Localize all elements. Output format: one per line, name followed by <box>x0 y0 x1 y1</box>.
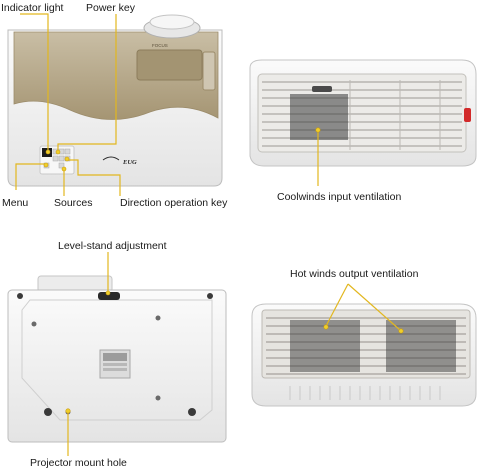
menu-dot <box>43 162 49 168</box>
power-callout-line <box>57 14 117 151</box>
hot-winds-line-left <box>325 283 349 327</box>
brand-logo: EUG <box>102 156 137 166</box>
label-menu: Menu <box>2 197 29 209</box>
hot-winds-callouts <box>325 283 401 331</box>
coolwinds-dot <box>315 127 321 133</box>
level-stand-dot <box>105 290 111 296</box>
label-sources: Sources <box>54 197 93 209</box>
hot-winds-dot-left <box>323 324 329 330</box>
top-view-callouts <box>15 13 121 196</box>
label-indicator-light: Indicator light <box>1 2 64 14</box>
projector-bottom-view <box>7 275 227 443</box>
menu-callout-line <box>15 163 46 190</box>
label-coolwinds-input-ventilation: Coolwinds input ventilation <box>277 191 402 203</box>
mount-hole-dot <box>65 408 71 414</box>
direction-callout-line <box>68 159 121 196</box>
focus-text: FOCUS <box>152 43 168 48</box>
level-stand-foot <box>98 292 120 300</box>
indicator-dot <box>45 149 51 155</box>
power-indicator-red <box>464 108 471 122</box>
hot-winds-line-right <box>347 283 401 331</box>
projector-top-view: FOCUS EUG <box>7 14 223 187</box>
label-level-stand-adjustment: Level-stand adjustment <box>58 240 167 252</box>
sources-dot <box>61 166 67 172</box>
power-dot <box>55 149 61 155</box>
direction-dot <box>64 156 70 162</box>
indicator-callout-line <box>20 13 49 150</box>
label-projector-mount-hole: Projector mount hole <box>30 457 127 469</box>
label-power-key: Power key <box>86 2 136 14</box>
label-hot-winds-output-ventilation: Hot winds output ventilation <box>290 268 419 280</box>
hot-winds-dot-right <box>398 328 404 334</box>
projector-side-view-input <box>249 59 477 167</box>
label-direction-operation-key: Direction operation key <box>120 197 228 209</box>
brand-text: EUG <box>122 159 137 166</box>
bottom-grille <box>289 386 441 400</box>
projector-side-view-output <box>251 303 477 407</box>
